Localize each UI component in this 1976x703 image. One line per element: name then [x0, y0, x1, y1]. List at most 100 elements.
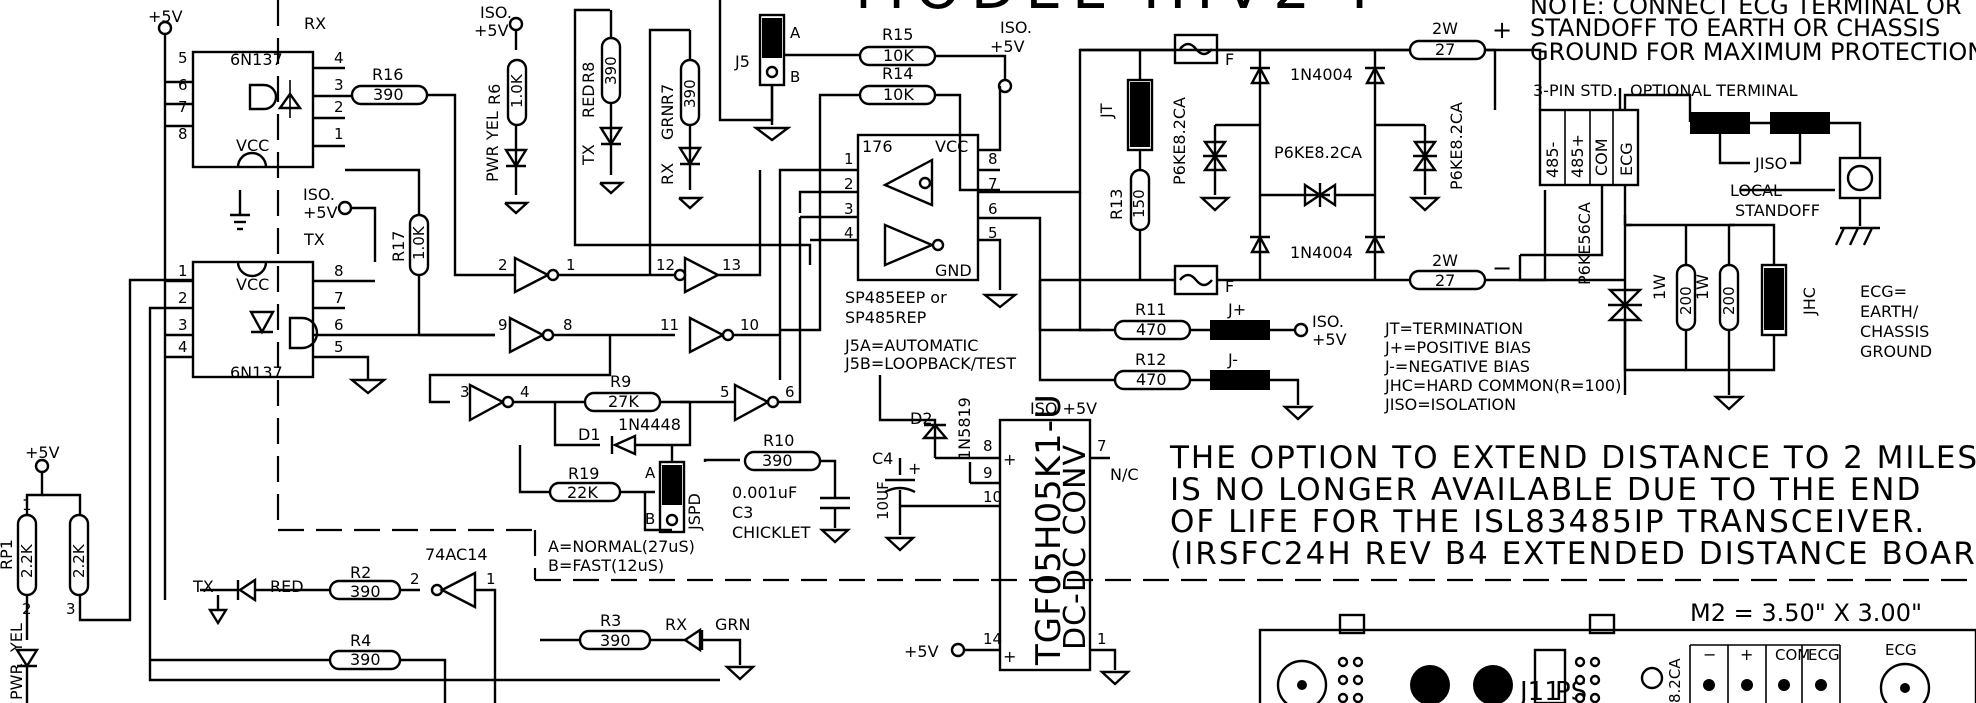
- svg-text:3: 3: [844, 200, 854, 218]
- legend-jp: J+=POSITIVE BIAS: [1384, 338, 1531, 357]
- svg-text:YEL: YEL: [7, 623, 26, 653]
- svg-text:1: 1: [486, 570, 496, 588]
- svg-text:C3: C3: [732, 503, 753, 522]
- svg-text:8: 8: [988, 150, 998, 168]
- tx-label: TX: [303, 230, 325, 249]
- svg-text:COM: COM: [1775, 646, 1810, 664]
- svg-text:SP485EEP or: SP485EEP or: [845, 288, 947, 307]
- svg-text:3-PIN STD.: 3-PIN STD.: [1533, 81, 1618, 100]
- svg-text:TGF05H05K1-U: TGF05H05K1-U: [1029, 393, 1069, 666]
- svg-text:P6KE8.2CA: P6KE8.2CA: [1170, 97, 1189, 185]
- svg-text:2W: 2W: [1432, 251, 1458, 270]
- svg-text:74AC14: 74AC14: [425, 545, 488, 564]
- svg-text:B: B: [645, 510, 655, 528]
- svg-text:SP485REP: SP485REP: [845, 308, 927, 327]
- svg-text:R3: R3: [600, 611, 621, 630]
- led-pwr: ISO. +5V R6 1.0K PWR YEL: [474, 3, 531, 215]
- svg-text:D1: D1: [578, 425, 601, 444]
- svg-text:2: 2: [844, 175, 854, 193]
- inverters: 2 1 12 13 9 8 11 10 3 4 5 6: [419, 170, 802, 423]
- svg-text:22K: 22K: [567, 483, 598, 502]
- svg-text:RED: RED: [579, 84, 598, 118]
- svg-text:B=FAST(12uS): B=FAST(12uS): [548, 556, 664, 575]
- iso-p5v-1: ISO.: [303, 185, 335, 204]
- pullup-network: +5V RP1 2.2K 2.2K 1 2 3 PWR YEL: [0, 278, 193, 703]
- svg-text:R12: R12: [1135, 350, 1166, 369]
- svg-text:R8: R8: [579, 62, 598, 83]
- bias-resistors: R11 470 J+ ISO. +5V R12 470 J-: [1038, 192, 1347, 421]
- svg-text:+: +: [908, 459, 921, 478]
- svg-text:6: 6: [334, 316, 344, 334]
- svg-text:OPTIONAL TERMINAL: OPTIONAL TERMINAL: [1630, 81, 1798, 100]
- svg-text:11: 11: [660, 316, 679, 334]
- svg-text:GRN: GRN: [715, 615, 750, 634]
- svg-text:TX: TX: [579, 144, 598, 166]
- svg-text:CHASSIS: CHASSIS: [1860, 322, 1929, 341]
- protection-block: F F 2W 27 + 2W 27 − 1N4004 1N4004 P6KE8.: [1040, 16, 1547, 296]
- dcdc-converter: TGF05H05K1-U DC-DC CONV ISO +5V 8 9 10 7…: [872, 375, 1139, 686]
- svg-text:+5V: +5V: [904, 642, 939, 661]
- svg-text:6: 6: [988, 200, 998, 218]
- svg-text:−: −: [1492, 254, 1512, 282]
- svg-text:R11: R11: [1135, 300, 1166, 319]
- svg-text:F: F: [1225, 277, 1234, 296]
- svg-text:STANDOFF: STANDOFF: [1735, 201, 1820, 220]
- svg-text:ECG: ECG: [1885, 641, 1917, 659]
- svg-text:9: 9: [498, 316, 508, 334]
- svg-text:13: 13: [722, 256, 741, 274]
- svg-text:1: 1: [334, 125, 344, 143]
- svg-text:R17: R17: [389, 231, 408, 262]
- svg-text:1W: 1W: [1693, 274, 1712, 300]
- svg-text:ISO +5V: ISO +5V: [1030, 399, 1097, 418]
- resistor-r15: R15 10K: [858, 25, 1007, 80]
- svg-text:8: 8: [334, 262, 344, 280]
- legend-jiso: JISO=ISOLATION: [1384, 395, 1516, 414]
- optocoupler-rx: +5V RX 6N137 VCC 5 6 7 8 4 3 2 1: [148, 7, 352, 600]
- svg-text:ECG: ECG: [1617, 142, 1636, 176]
- svg-text:1: 1: [22, 496, 32, 514]
- svg-text:27K: 27K: [608, 392, 639, 411]
- svg-text:27: 27: [1435, 271, 1455, 290]
- svg-text:5: 5: [988, 224, 998, 242]
- svg-text:390: 390: [762, 451, 793, 470]
- notice-line-4: (IRSFC24H REV B4 EXTENDED DISTANCE BOARD…: [1170, 536, 1976, 572]
- svg-text:N/C: N/C: [1110, 465, 1139, 484]
- svg-text:J5: J5: [734, 52, 750, 71]
- svg-text:10: 10: [983, 488, 1002, 506]
- svg-text:1.0K: 1.0K: [410, 225, 428, 260]
- legend-jt: JT=TERMINATION: [1384, 319, 1523, 338]
- led-tx: R8 390 TX RED: [573, 8, 812, 265]
- svg-text:JSPD: JSPD: [685, 493, 704, 531]
- svg-text:390: 390: [681, 79, 699, 108]
- svg-text:J5B=LOOPBACK/TEST: J5B=LOOPBACK/TEST: [844, 354, 1016, 373]
- svg-text:+: +: [1003, 647, 1016, 666]
- svg-text:P6KE56CA: P6KE56CA: [1575, 202, 1594, 285]
- svg-text:485+: 485+: [1568, 134, 1587, 178]
- svg-text:A=NORMAL(27uS): A=NORMAL(27uS): [548, 537, 695, 556]
- legend-jm: J-=NEGATIVE BIAS: [1384, 357, 1530, 376]
- svg-text:RED: RED: [270, 577, 304, 596]
- svg-text:1N4004: 1N4004: [1290, 65, 1353, 84]
- svg-text:470: 470: [1136, 370, 1167, 389]
- svg-text:176: 176: [862, 137, 893, 156]
- svg-text:R15: R15: [882, 25, 913, 44]
- svg-text:27: 27: [1435, 40, 1455, 59]
- svg-text:10: 10: [740, 316, 759, 334]
- svg-text:8: 8: [563, 316, 573, 334]
- svg-text:7: 7: [178, 98, 188, 116]
- svg-text:390: 390: [602, 56, 620, 85]
- bottom-leds: TX RED R2 390 2 1 74AC14 R3 390 RX GRN R…: [150, 545, 757, 703]
- svg-text:390: 390: [350, 582, 381, 601]
- svg-text:JT: JT: [1097, 103, 1116, 119]
- svg-text:8: 8: [178, 125, 188, 143]
- svg-text:470: 470: [1136, 320, 1167, 339]
- svg-text:+: +: [1740, 645, 1753, 664]
- note-line-2: STANDOFF TO EARTH OR CHASSIS: [1530, 14, 1940, 42]
- svg-text:+: +: [1003, 450, 1016, 469]
- svg-text:4: 4: [844, 224, 854, 242]
- svg-text:1W: 1W: [1650, 274, 1669, 300]
- svg-text:10UF: 10UF: [874, 481, 892, 520]
- led-rx: R7 390 RX GRN: [648, 28, 705, 275]
- svg-text:4: 4: [520, 383, 530, 401]
- svg-text:4: 4: [178, 338, 188, 356]
